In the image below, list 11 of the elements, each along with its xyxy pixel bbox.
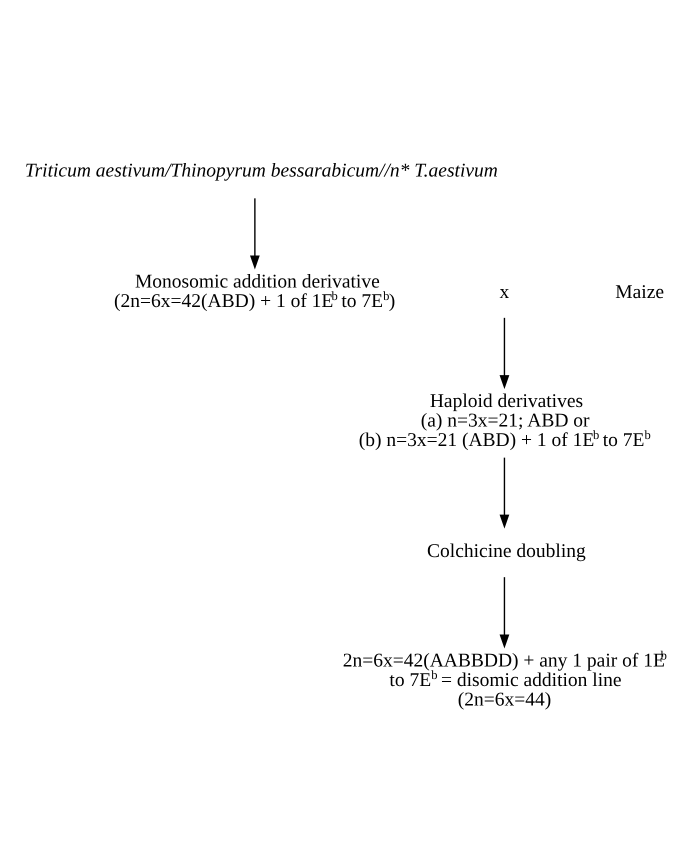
arrow xyxy=(250,198,260,269)
node-text: Triticum aestivum/Thinopyrum bessarabicum//n* T.aestivum xyxy=(24,160,498,181)
arrow xyxy=(500,317,510,389)
arrow xyxy=(500,576,510,648)
node-text: Monosomic addition derivative (2n=6x=42(ABD) + 1 of 1E$^{b}$ to 7E$^{b}$) xyxy=(114,270,396,312)
node-text: Maize xyxy=(615,281,664,302)
node-text: x xyxy=(500,281,510,302)
node-text: Colchicine doubling xyxy=(427,540,586,562)
node-text: 2n=6x=42(AABBDD) + any 1 pair of 1E$^{b}$ to 7E$^{b}$ = disomic addition line (2n=6x=44) xyxy=(342,648,667,710)
arrow xyxy=(500,457,510,528)
node-text: Haploid derivatives (a) n=3x=21; ABD or (b) n=3x=21 (ABD) + 1 of 1E$^{b}$ to 7E$^{b}$ xyxy=(358,390,651,451)
